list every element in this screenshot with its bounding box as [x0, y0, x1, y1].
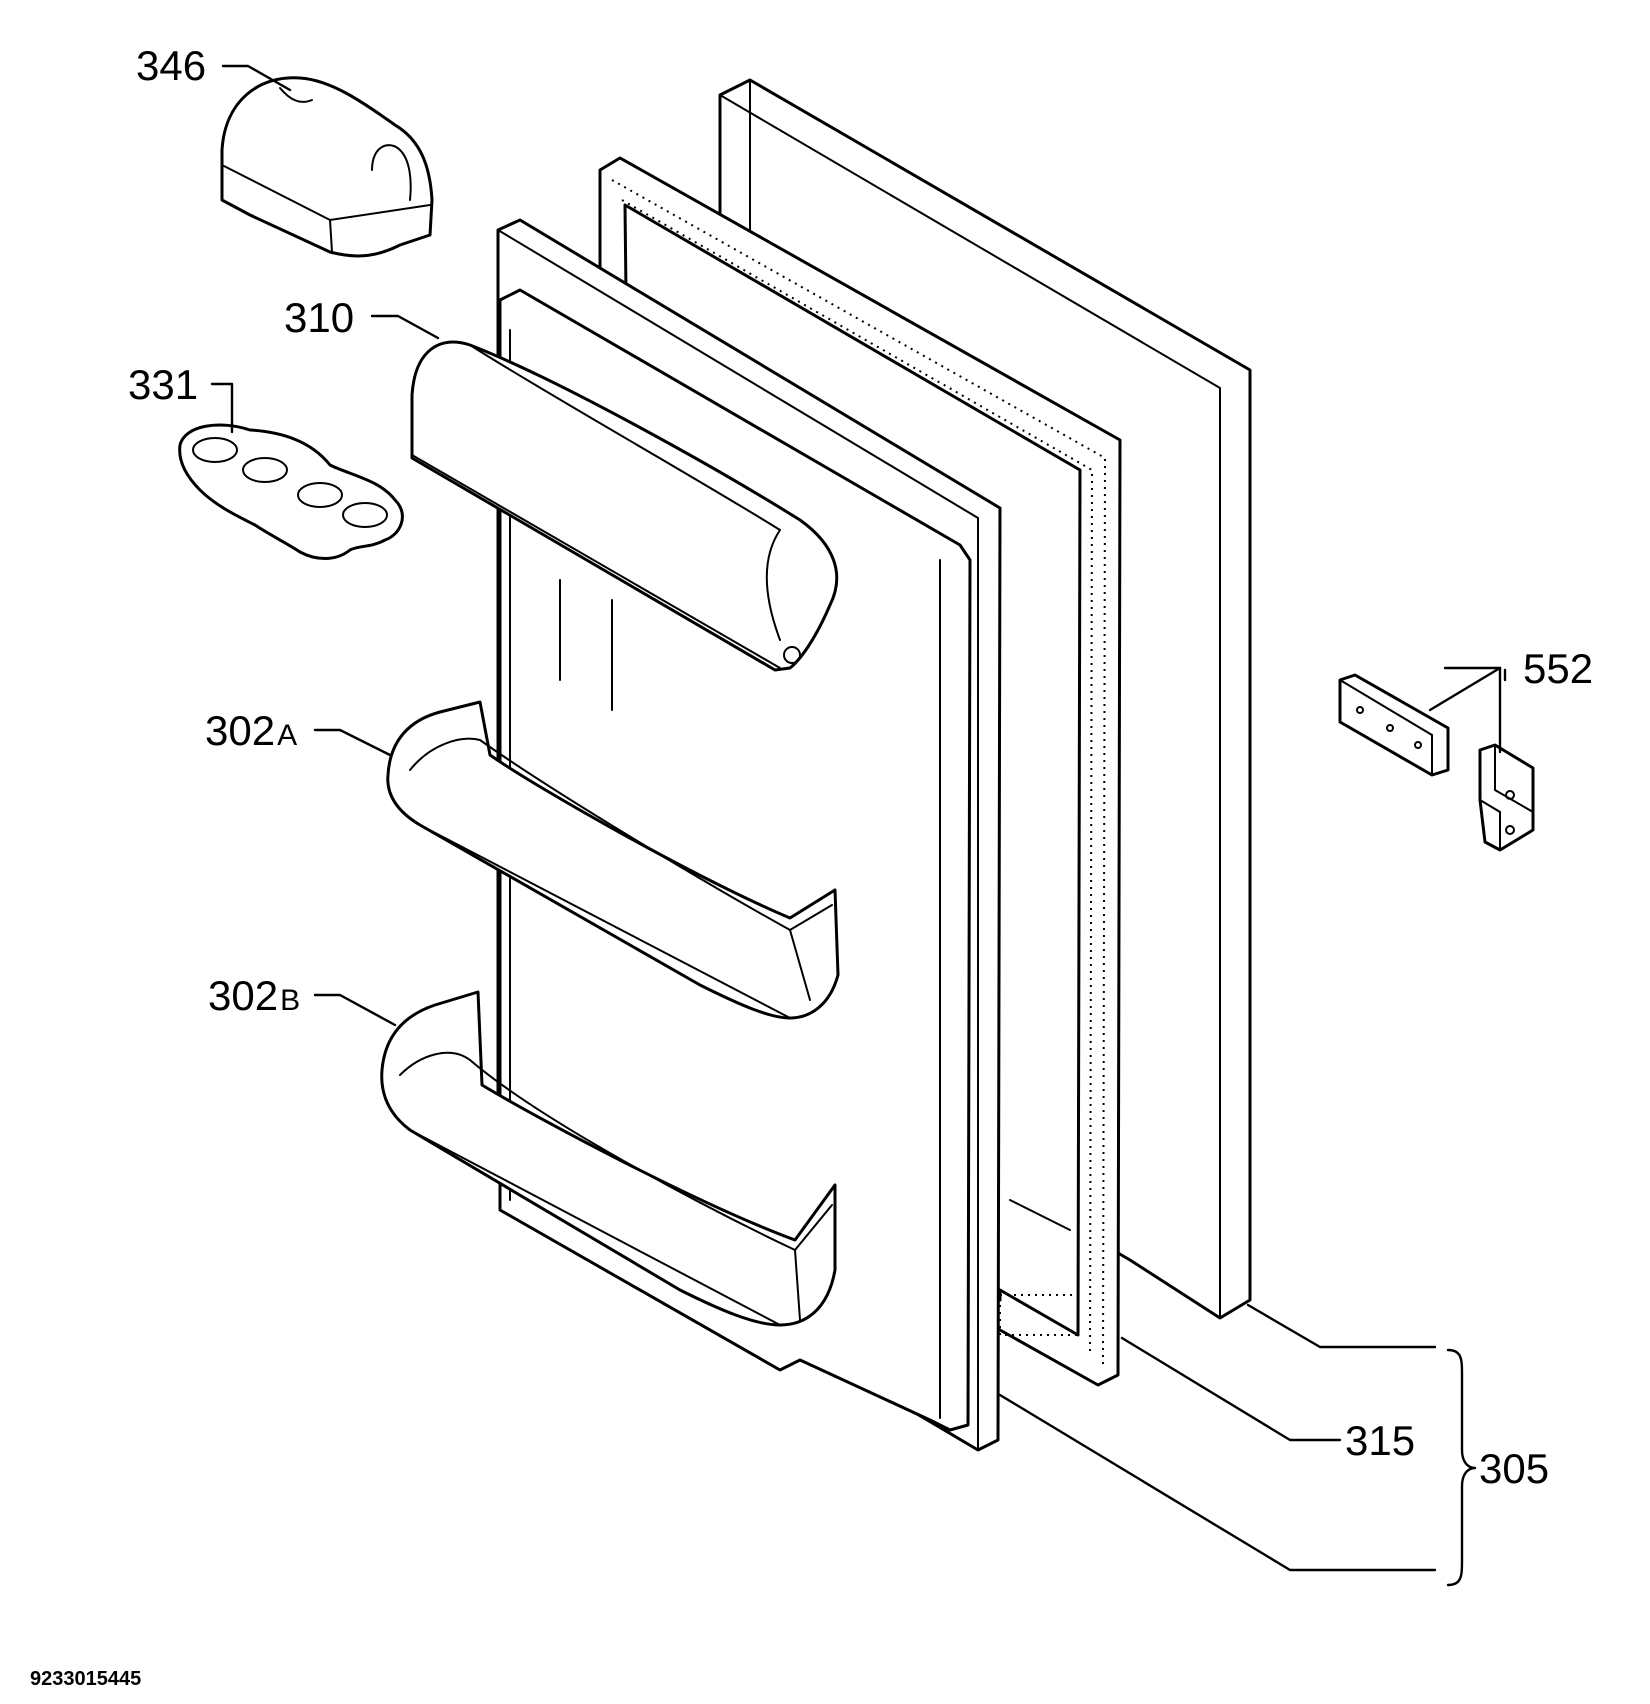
callout-310: 310 — [284, 294, 354, 341]
callout-305: 305 — [1479, 1445, 1549, 1492]
callout-labels: 346 310 331 302A 302B 552 315 305 — [128, 42, 1593, 1492]
leader-lines — [210, 64, 1507, 1587]
part-331-egg-tray — [178, 423, 404, 560]
part-346-cover — [220, 76, 434, 258]
callout-346: 346 — [136, 42, 206, 89]
part-302b-door-shelf — [380, 990, 837, 1327]
part-552-hinge-plates — [1338, 673, 1535, 852]
callout-302b-suffix: B — [280, 984, 300, 1017]
callout-302b-number: 302 — [208, 972, 278, 1019]
callout-302b: 302B — [208, 972, 300, 1019]
callout-552: 552 — [1523, 645, 1593, 692]
part-310-dairy-flap — [410, 340, 839, 672]
callout-315: 315 — [1345, 1417, 1415, 1464]
callout-302a-number: 302 — [205, 707, 275, 754]
document-number: 9233015445 — [30, 1668, 142, 1690]
part-302a-door-shelf — [386, 700, 840, 1020]
callout-302a: 302A — [205, 707, 297, 754]
callout-302a-suffix: A — [277, 719, 297, 752]
callout-331: 331 — [128, 361, 198, 408]
